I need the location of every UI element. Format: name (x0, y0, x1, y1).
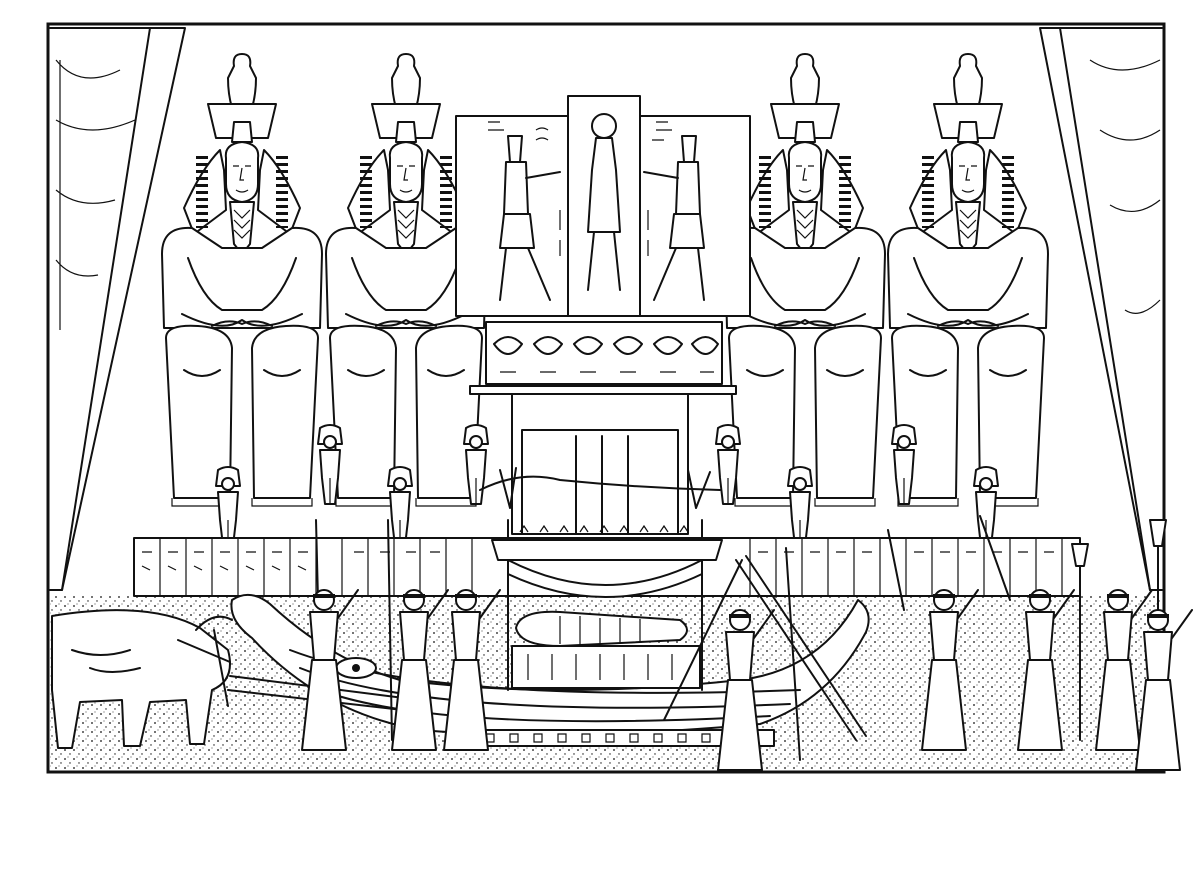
standing-statue-3 (387, 466, 413, 547)
oars-and-poles (315, 515, 1167, 761)
cliff-right (1039, 27, 1163, 591)
cliff-left (49, 27, 186, 591)
temple-doorway (469, 385, 737, 535)
drawing-frame (46, 22, 1166, 774)
priest-figure-6 (1135, 609, 1193, 771)
central-relief-panel (455, 95, 751, 317)
standing-statue-1 (215, 466, 241, 547)
colossus-statue-1 (161, 53, 323, 507)
mummy-sarcophagus (515, 610, 688, 647)
oxen-team (51, 609, 233, 749)
shrine-canopy (479, 467, 723, 691)
frieze-row (485, 321, 723, 385)
standing-statue-6 (787, 466, 813, 547)
